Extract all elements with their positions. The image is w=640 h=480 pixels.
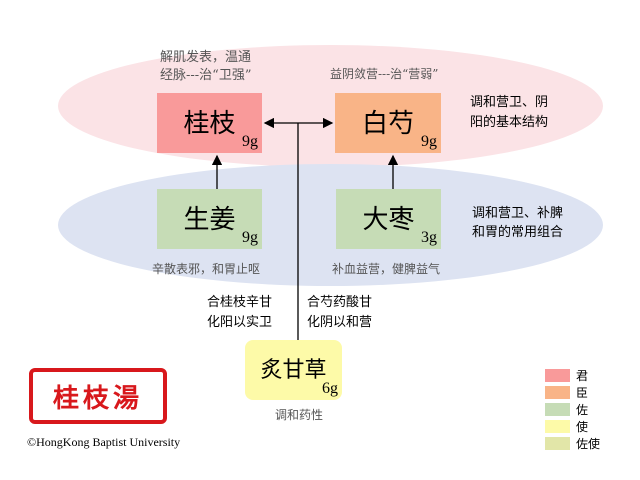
herb-zhigancao: 炙甘草 6g [245, 340, 342, 400]
zhigancao-note: 调和药性 [275, 408, 324, 422]
legend-swatch [545, 369, 570, 382]
shengjiang-note: 辛散表邪，和胃止呕 [152, 262, 261, 276]
herb-dose: 9g [242, 133, 258, 150]
herb-name: 生姜 [183, 204, 236, 235]
legend-item-chen: 臣 [545, 384, 588, 401]
legend-label: 佐 [576, 403, 589, 417]
guizhi-note-2: 经脉---治“卫强” [160, 68, 252, 83]
seal: 桂枝湯 [29, 368, 167, 424]
legend-label: 使 [576, 420, 589, 434]
herb-dazao: 大枣 3g [336, 189, 441, 249]
herb-name: 桂枝 [183, 108, 236, 139]
baishao-note: 益阴敛营---治“营弱” [330, 67, 439, 81]
jun-chen-zone [58, 45, 603, 167]
herb-dose: 9g [242, 229, 258, 246]
left-relation-1: 合桂枝辛甘 [207, 295, 273, 310]
herb-baishao: 白芍 9g [335, 93, 441, 153]
herb-dose: 6g [322, 380, 338, 397]
top-relation-2: 阳的基本结构 [470, 115, 549, 130]
mid-relation-1: 调和营卫、补脾 [472, 206, 564, 221]
copyright: ©HongKong Baptist University [27, 435, 181, 449]
legend-swatch [545, 403, 570, 416]
dazao-note: 补血益营，健脾益气 [332, 262, 441, 276]
legend-label: 君 [576, 369, 589, 383]
legend-swatch [545, 420, 570, 433]
legend-item-jun: 君 [545, 367, 588, 384]
guizhi-note-1: 解肌发表，温通 [160, 50, 252, 65]
right-relation-1: 合芍药酸甘 [307, 295, 373, 310]
legend-item-zuoshi: 佐使 [545, 435, 600, 452]
right-relation-2: 化阴以和营 [307, 315, 373, 330]
herb-name: 白芍 [361, 108, 414, 139]
mid-relation-2: 和胃的常用组合 [472, 225, 564, 240]
herb-dose: 3g [421, 229, 437, 246]
legend-swatch [545, 437, 570, 450]
top-relation-1: 调和营卫、阴 [470, 95, 549, 110]
herb-shengjiang: 生姜 9g [157, 189, 262, 249]
legend-swatch [545, 386, 570, 399]
legend-item-shi: 使 [545, 418, 588, 435]
seal-text: 桂枝湯 [52, 383, 143, 414]
herb-guizhi: 桂枝 9g [157, 93, 262, 153]
legend-item-zuo: 佐 [545, 401, 588, 418]
legend-label: 佐使 [576, 437, 601, 451]
herb-dose: 9g [421, 133, 437, 150]
zuo-zone [58, 164, 603, 286]
left-relation-2: 化阳以实卫 [207, 315, 273, 330]
herb-name: 大枣 [362, 204, 415, 235]
herb-name: 炙甘草 [260, 358, 327, 383]
legend-label: 臣 [576, 386, 589, 400]
